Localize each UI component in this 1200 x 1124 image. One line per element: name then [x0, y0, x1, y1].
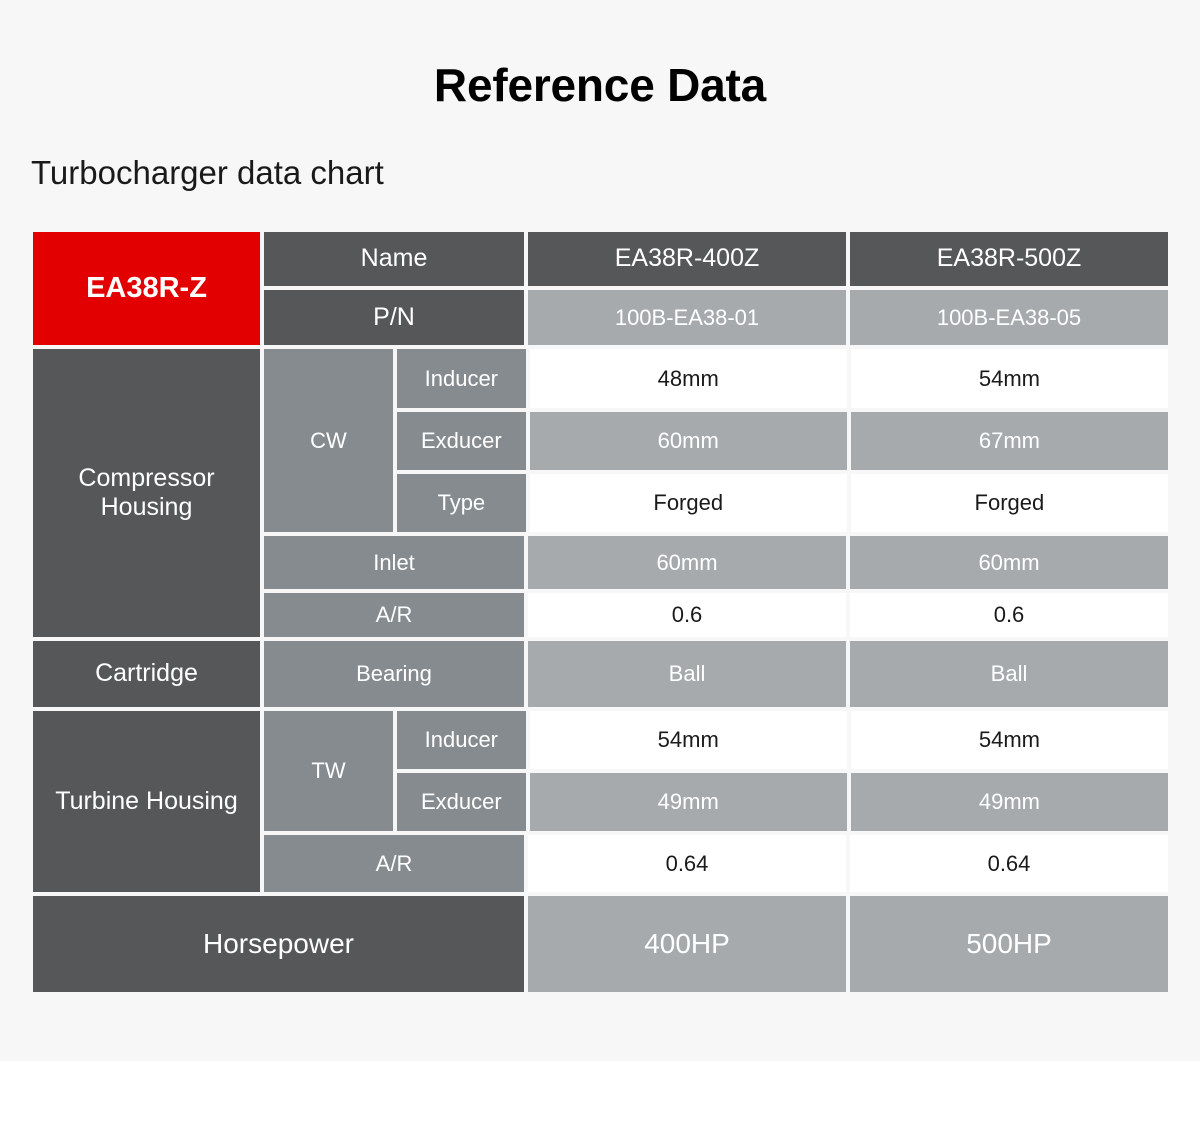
brand-cell: EA38R-Z	[31, 230, 262, 347]
row-label-bearing: Bearing	[262, 639, 526, 709]
row-label-tw-inducer: Inducer	[395, 709, 528, 771]
header-model-1: EA38R-500Z	[848, 230, 1170, 288]
row-label-tw-exducer: Exducer	[395, 771, 528, 833]
section-label-horsepower: Horsepower	[31, 894, 526, 994]
row-label-cw-type: Type	[395, 472, 528, 534]
value-inlet-0: 60mm	[526, 534, 848, 591]
row-label-cw-inducer: Inducer	[395, 347, 528, 410]
section-label-compressor-housing: Compressor Housing	[31, 347, 262, 639]
page-subtitle: Turbocharger data chart	[31, 154, 384, 191]
group-label-cw: CW	[262, 347, 395, 534]
row-label-cw-exducer: Exducer	[395, 410, 528, 472]
table-row: Exducer 60mm 67mm	[395, 410, 1170, 472]
value-turbine-ar-1: 0.64	[848, 833, 1170, 894]
value-cw-type-1: Forged	[848, 472, 1170, 534]
row-label-inlet: Inlet	[262, 534, 526, 591]
table-row: Exducer 49mm 49mm	[395, 771, 1170, 833]
table-row: Type Forged Forged	[395, 472, 1170, 534]
value-tw-inducer-1: 54mm	[848, 709, 1170, 771]
value-tw-inducer-0: 54mm	[527, 709, 849, 771]
table-row: A/R 0.64 0.64	[262, 833, 1170, 894]
table-row: A/R 0.6 0.6	[262, 591, 1170, 639]
value-cw-exducer-0: 60mm	[527, 410, 849, 472]
header-model-0: EA38R-400Z	[526, 230, 848, 288]
section-label-cartridge: Cartridge	[31, 639, 262, 709]
table-row: P/N 100B-EA38-01 100B-EA38-05	[262, 288, 1170, 347]
section-horsepower: Horsepower 400HP 500HP	[31, 894, 1170, 994]
header-name-label: Name	[262, 230, 526, 288]
section-turbine-housing: Turbine Housing TW Inducer 54mm 54mm Exd…	[31, 709, 1170, 894]
table-row: Inducer 54mm 54mm	[395, 709, 1170, 771]
header-pn-1: 100B-EA38-05	[848, 288, 1170, 347]
header-pn-label: P/N	[262, 288, 526, 347]
value-tw-exducer-1: 49mm	[848, 771, 1170, 833]
turbocharger-spec-table: EA38R-Z Name EA38R-400Z EA38R-500Z P/N 1…	[31, 230, 1170, 994]
value-cw-exducer-1: 67mm	[848, 410, 1170, 472]
table-row: Name EA38R-400Z EA38R-500Z	[262, 230, 1170, 288]
value-tw-exducer-0: 49mm	[527, 771, 849, 833]
group-label-tw: TW	[262, 709, 395, 833]
value-horsepower-1: 500HP	[848, 894, 1170, 994]
row-label-turbine-ar: A/R	[262, 833, 526, 894]
table-header-block: EA38R-Z Name EA38R-400Z EA38R-500Z P/N 1…	[31, 230, 1170, 347]
page-title: Reference Data	[433, 59, 767, 111]
value-bearing-0: Ball	[526, 639, 848, 709]
section-compressor-housing: Compressor Housing CW Inducer 48mm 54mm …	[31, 347, 1170, 639]
subsection-cw: CW Inducer 48mm 54mm Exducer 60mm 67mm	[262, 347, 1170, 534]
value-cw-inducer-0: 48mm	[527, 347, 849, 410]
section-cartridge: Cartridge Bearing Ball Ball	[31, 639, 1170, 709]
table-row: Inlet 60mm 60mm	[262, 534, 1170, 591]
value-cw-inducer-1: 54mm	[848, 347, 1170, 410]
table-row: Inducer 48mm 54mm	[395, 347, 1170, 410]
section-label-turbine-housing: Turbine Housing	[31, 709, 262, 894]
value-horsepower-0: 400HP	[526, 894, 848, 994]
value-compressor-ar-0: 0.6	[526, 591, 848, 639]
value-cw-type-0: Forged	[527, 472, 849, 534]
value-inlet-1: 60mm	[848, 534, 1170, 591]
value-turbine-ar-0: 0.64	[526, 833, 848, 894]
subsection-tw: TW Inducer 54mm 54mm Exducer 49mm 49mm	[262, 709, 1170, 833]
value-compressor-ar-1: 0.6	[848, 591, 1170, 639]
value-bearing-1: Ball	[848, 639, 1170, 709]
row-label-compressor-ar: A/R	[262, 591, 526, 639]
header-pn-0: 100B-EA38-01	[526, 288, 848, 347]
